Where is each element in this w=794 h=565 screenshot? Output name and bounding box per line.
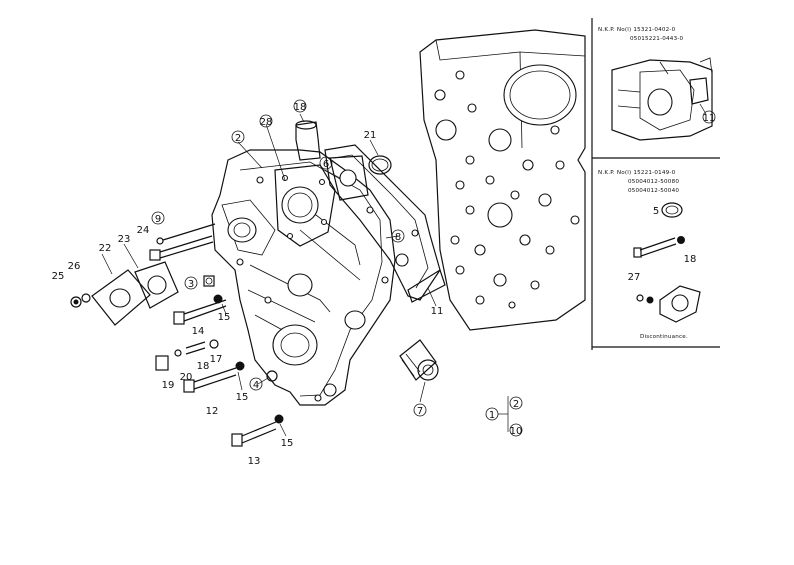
callout: 24 [137,225,150,236]
inset-bottom-line-3: 05004012-50040 [628,188,679,194]
callout: 11 [431,306,444,317]
callout: 20 [180,372,193,383]
bolt-washer-25-26 [70,293,91,308]
oil-seal-7 [399,339,439,381]
thermostat-housing [274,164,336,247]
callout: 6 [323,159,329,170]
callout-labels: 2 28 18 21 6 9 24 22 23 8 25 26 3 15 14 … [52,99,523,467]
engine-block [419,29,586,331]
outlet-pipe [295,120,321,161]
callout: 15 [281,438,294,449]
callout: 4 [253,380,259,391]
callout: 21 [364,130,377,141]
callout: 1 [489,410,495,421]
bolt-14 [173,294,227,325]
inset-bottom-callout: 18 [684,254,697,265]
washer-4 [266,370,278,382]
inset-bottom-line-1: N.K.P. No(l) 15221-0149-0 [598,170,676,176]
bolt-24 [149,235,214,261]
callout: 28 [260,117,273,128]
callout: 17 [210,354,223,365]
inset-top-callout: 11 [703,113,716,124]
plug-19 [155,339,219,371]
bracket-11 [407,269,446,303]
callout: 9 [155,214,161,225]
callout: 22 [99,243,112,254]
callout: 8 [395,232,401,243]
callout: 18 [197,361,210,372]
bolt-12 [183,361,245,393]
o-ring [368,155,392,175]
callout: 23 [118,234,131,245]
bolt-9 [156,223,216,245]
leader-lines [101,113,509,437]
callout: 25 [52,271,65,282]
inset-bottom: N.K.P. No(l) 15221-0149-0 05004012-50080… [598,170,701,340]
inset-bottom-callout: 27 [628,272,641,283]
gasket [324,144,441,301]
plug-3 [203,275,215,287]
bolt-13 [231,414,284,447]
callout: 13 [248,456,261,467]
inset-top: N.K.P. No(l) 15321-0402-0 05015221-0443-… [598,27,716,141]
callout: 26 [68,261,81,272]
callout: 18 [294,102,307,113]
callout: 2 [513,399,519,410]
inset-top-line-2: 05015221-0443-0 [630,36,684,42]
callout: 15 [218,312,231,323]
cover-plate [91,261,179,326]
callout: 3 [188,279,194,290]
callout: 10 [510,426,523,437]
callout: 12 [206,406,219,417]
gear-case [211,149,396,406]
inset-bottom-caption: Discontinuance. [640,334,688,340]
callout: 2 [235,133,241,144]
inset-top-line-1: N.K.P. No(l) 15321-0402-0 [598,27,676,33]
callout: 14 [192,326,205,337]
inset-bottom-callout: 5 [653,206,659,217]
callout: 19 [162,380,175,391]
inset-frame [591,18,720,350]
callout: 7 [417,406,423,417]
inset-bottom-line-2: 05004012-50080 [628,179,679,185]
callout: 15 [236,392,249,403]
